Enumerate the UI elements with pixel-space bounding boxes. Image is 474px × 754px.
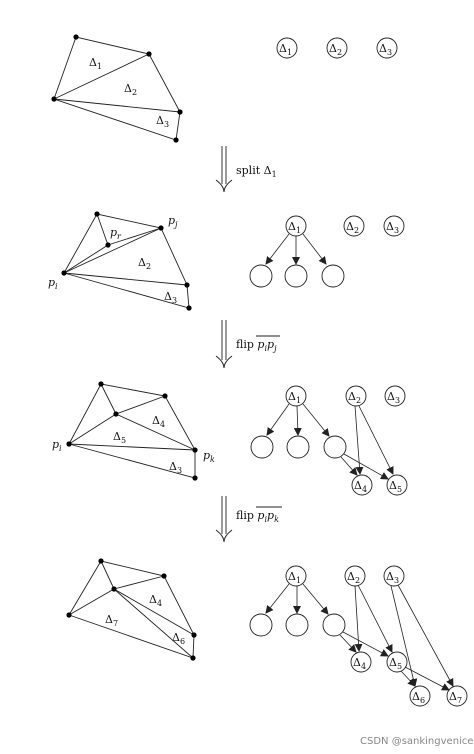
svg-text:Δ7: Δ7	[105, 613, 118, 628]
step-arrow-flip-2: flip pipk	[215, 496, 282, 543]
svg-text:flip pipk: flip pipk	[236, 509, 279, 524]
svg-text:pj: pj	[168, 214, 178, 229]
step-arrow-split: split Δ1	[215, 146, 277, 193]
svg-text:Δ4: Δ4	[152, 414, 165, 429]
svg-text:Δ3: Δ3	[386, 570, 399, 585]
svg-text:pi: pi	[52, 438, 62, 453]
panel-3-triangulation: pi pk Δ4 Δ5 Δ3	[52, 381, 215, 481]
svg-text:split Δ1: split Δ1	[236, 164, 277, 179]
svg-text:Δ5: Δ5	[389, 656, 402, 671]
panel-1-triangulation: Δ1 Δ2 Δ3	[51, 34, 183, 143]
svg-text:Δ1: Δ1	[288, 220, 301, 235]
svg-text:Δ4: Δ4	[353, 656, 366, 671]
panel-1-search-structure: Δ1 Δ2 Δ3	[276, 37, 398, 59]
svg-text:Δ1: Δ1	[288, 570, 301, 585]
svg-text:Δ1: Δ1	[89, 56, 102, 71]
svg-text:Δ1: Δ1	[288, 390, 301, 405]
svg-text:Δ3: Δ3	[386, 220, 399, 235]
svg-text:pr: pr	[110, 226, 122, 241]
svg-text:Δ2: Δ2	[124, 82, 137, 97]
svg-text:Δ2: Δ2	[329, 42, 342, 57]
step-arrow-flip-1: flip pipj	[215, 320, 280, 369]
svg-text:Δ6: Δ6	[412, 690, 425, 705]
svg-text:Δ2: Δ2	[347, 570, 360, 585]
svg-text:pi: pi	[48, 276, 58, 291]
panel-2-search-structure: Δ1 Δ2 Δ3	[249, 215, 405, 288]
svg-text:Δ7: Δ7	[449, 690, 462, 705]
svg-text:flip pipj: flip pipj	[236, 338, 277, 353]
panel-2-triangulation: pr pj pi Δ2 Δ3	[48, 211, 192, 311]
svg-text:Δ4: Δ4	[354, 479, 367, 494]
svg-text:Δ2: Δ2	[348, 390, 361, 405]
svg-text:Δ4: Δ4	[149, 593, 162, 608]
panel-4-search-structure: Δ1 Δ2 Δ3 Δ4 Δ5 Δ6 Δ7	[249, 565, 468, 707]
svg-text:Δ3: Δ3	[156, 114, 169, 129]
svg-text:Δ3: Δ3	[164, 290, 177, 305]
svg-text:Δ1: Δ1	[279, 42, 292, 57]
svg-text:Δ2: Δ2	[346, 220, 359, 235]
svg-text:Δ3: Δ3	[387, 390, 400, 405]
svg-text:Δ3: Δ3	[169, 460, 182, 475]
panel-4-triangulation: Δ4 Δ7 Δ6	[66, 558, 197, 661]
svg-text:Δ5: Δ5	[389, 479, 402, 494]
watermark: CSDN @sankingvenice	[360, 736, 473, 747]
panel-3-search-structure: Δ1 Δ2 Δ3 Δ4 Δ5	[250, 385, 408, 496]
svg-text:Δ6: Δ6	[172, 631, 185, 646]
svg-text:Δ5: Δ5	[113, 430, 126, 445]
svg-text:Δ3: Δ3	[379, 42, 392, 57]
svg-text:pk: pk	[203, 449, 215, 464]
svg-text:Δ2: Δ2	[138, 256, 151, 271]
